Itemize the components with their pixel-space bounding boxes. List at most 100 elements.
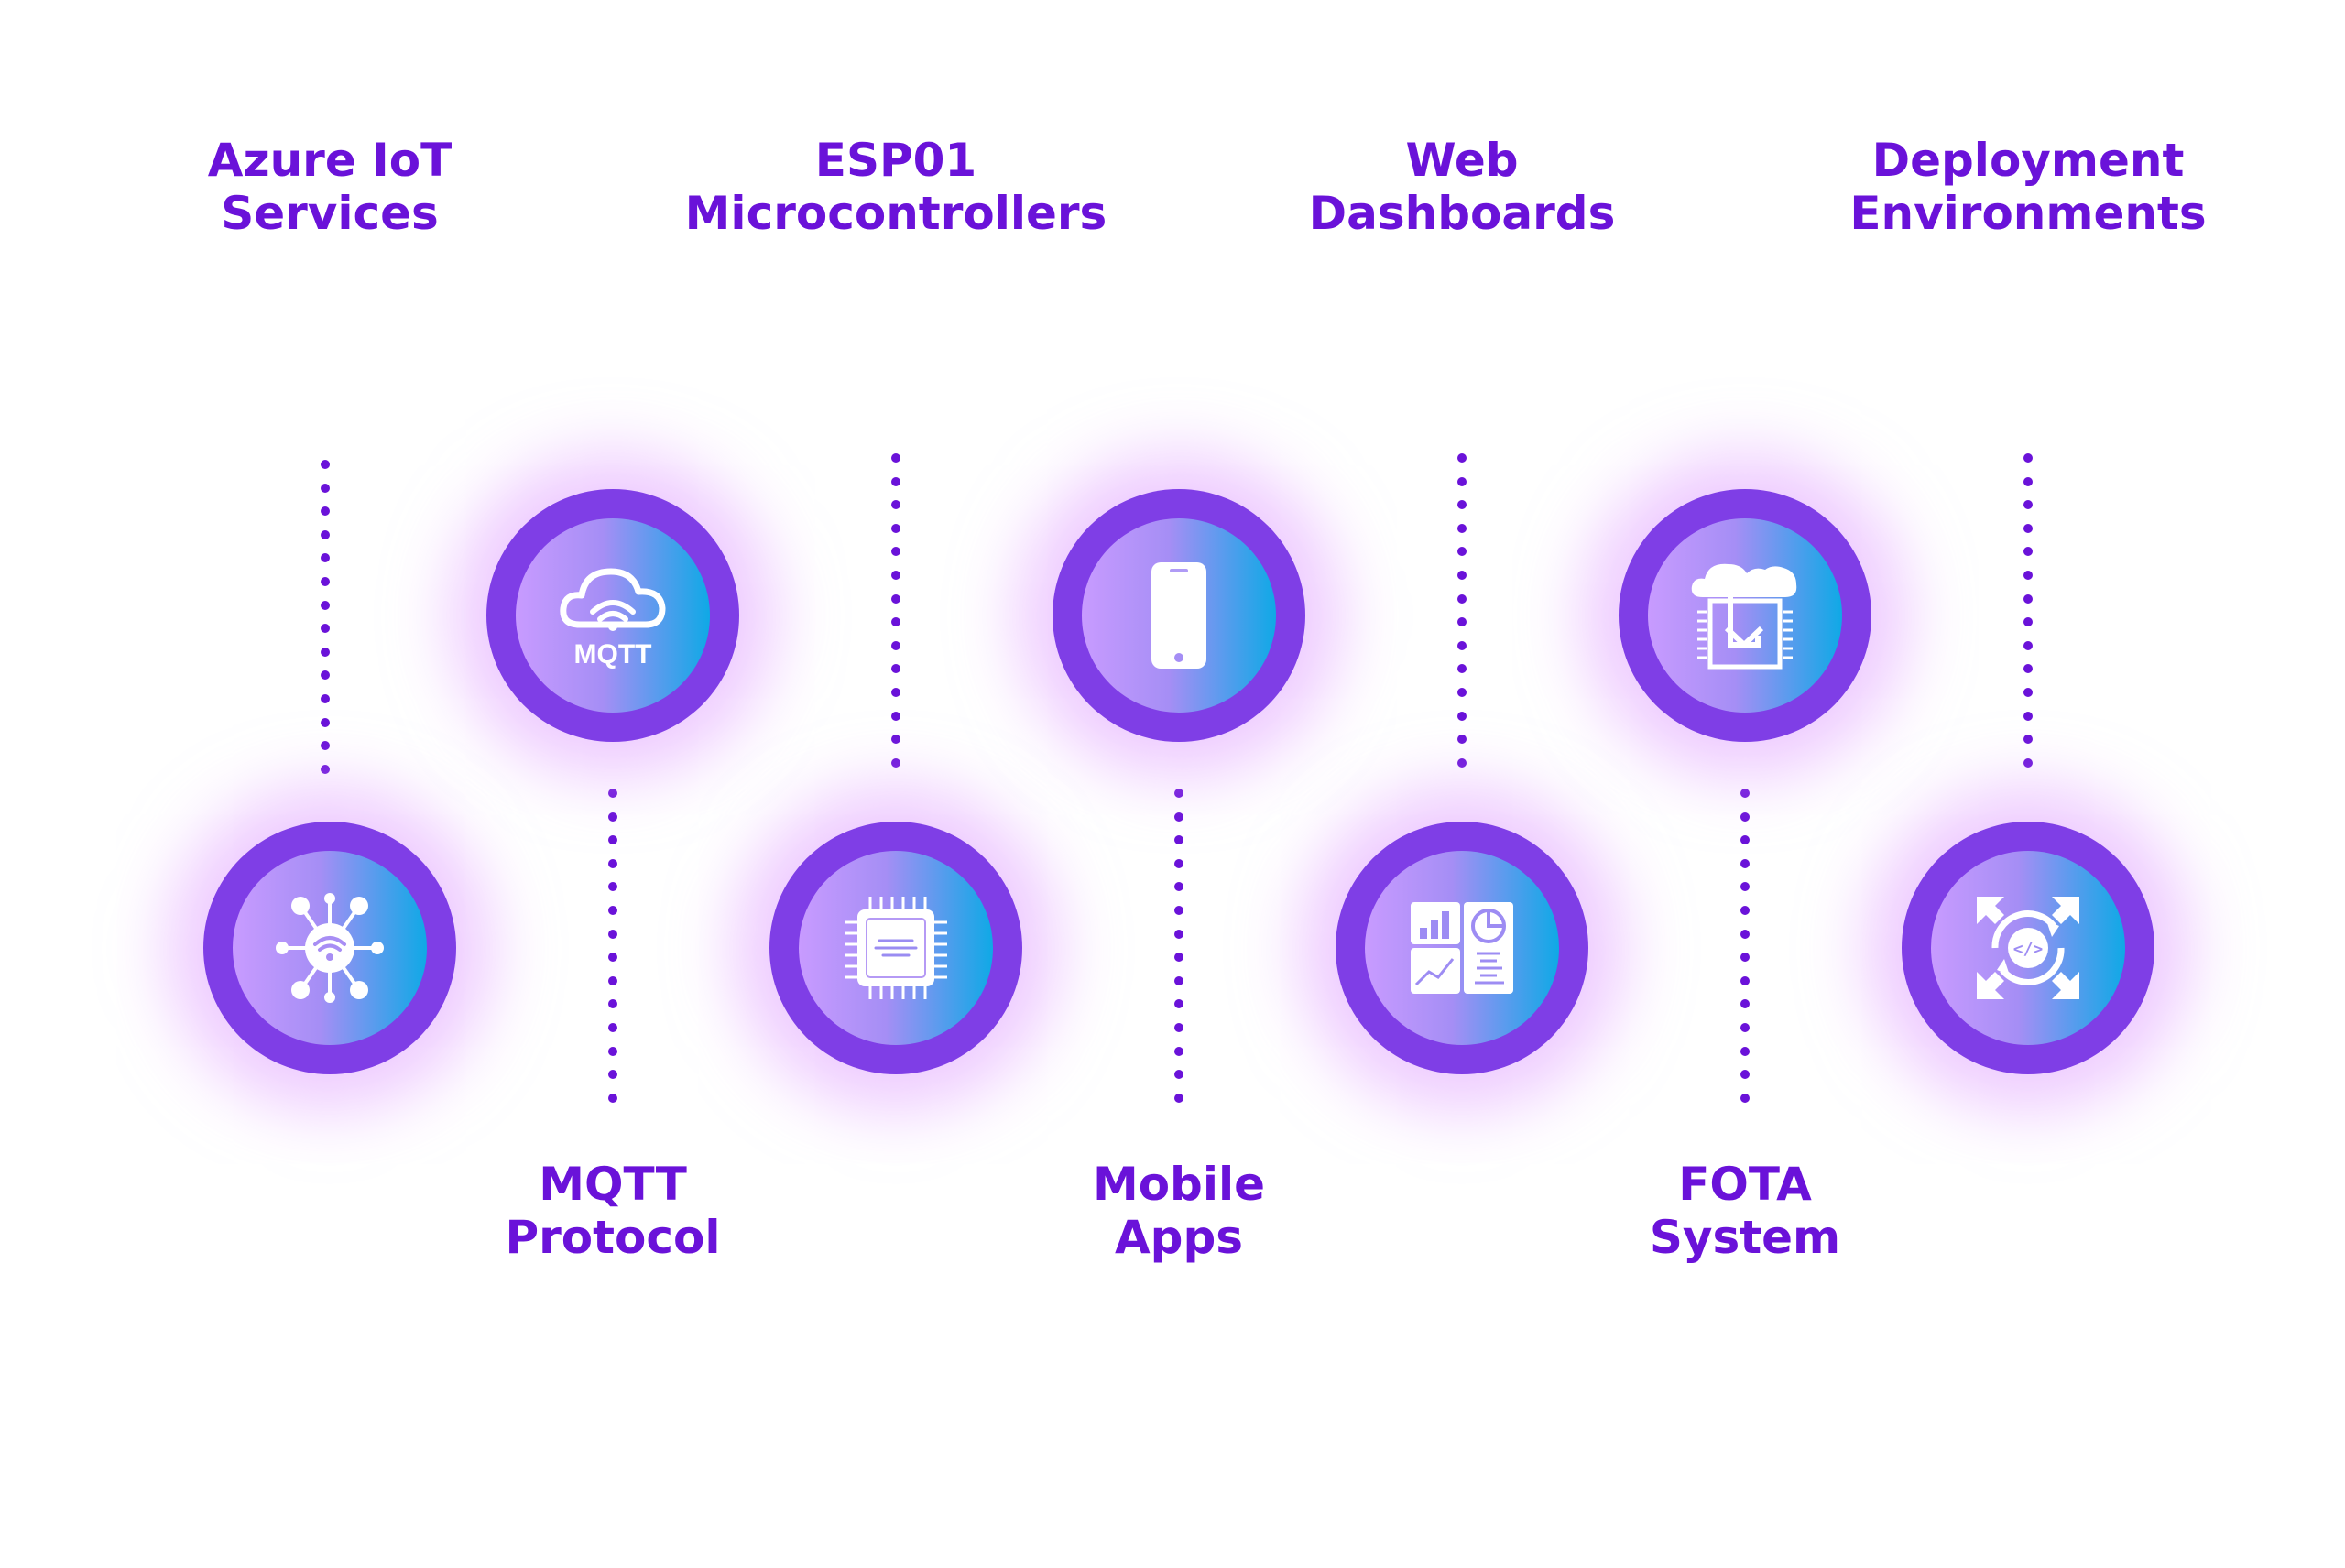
connector-dot xyxy=(1174,1022,1183,1032)
connector-dot xyxy=(1174,905,1183,915)
connector-dot xyxy=(891,453,900,463)
connector-dot xyxy=(321,647,330,657)
connector-dot xyxy=(2023,640,2033,650)
connector-dot xyxy=(321,600,330,610)
connector-dot xyxy=(1457,617,1467,627)
connector-dot xyxy=(1457,500,1467,510)
connector-dot xyxy=(1174,811,1183,822)
connector-dot xyxy=(1174,1070,1183,1080)
connector-dot xyxy=(891,711,900,721)
connector-dot xyxy=(1740,953,1750,963)
connector-dot xyxy=(891,617,900,627)
connector-dot xyxy=(321,624,330,634)
connector-dot xyxy=(608,811,617,822)
label-web-dashboards: Web Dashboards xyxy=(1308,134,1616,240)
connector-dot xyxy=(1740,929,1750,939)
connector-dot xyxy=(2023,735,2033,745)
connector-dot xyxy=(891,570,900,580)
label-mqtt-protocol: MQTT Protocol xyxy=(505,1158,721,1264)
smartphone-icon xyxy=(1151,562,1206,669)
connector-dot xyxy=(1457,711,1467,721)
node-fota-system xyxy=(1619,489,1871,742)
connector-dot xyxy=(891,523,900,533)
connector-dot xyxy=(2023,500,2033,510)
connector-dot xyxy=(1174,858,1183,868)
connector-dot xyxy=(891,593,900,604)
connector-dot xyxy=(1174,1046,1183,1056)
connector-dot xyxy=(891,547,900,557)
connector-dot xyxy=(1457,593,1467,604)
connector-mqtt xyxy=(608,789,617,1116)
connector-dot xyxy=(1174,975,1183,985)
connector-dot xyxy=(891,735,900,745)
label-fota-system: FOTA System xyxy=(1649,1158,1841,1264)
connector-dot xyxy=(608,1046,617,1056)
connector-dot xyxy=(1740,882,1750,892)
connector-dot xyxy=(608,789,617,798)
connector-dot xyxy=(321,553,330,563)
connector-fota xyxy=(1740,789,1750,1116)
connector-dot xyxy=(608,1070,617,1080)
connector-dot xyxy=(891,640,900,650)
connector-dot xyxy=(1174,1093,1183,1103)
connector-dot xyxy=(321,576,330,586)
connector-dot xyxy=(1457,687,1467,697)
connector-dot xyxy=(2023,593,2033,604)
code-deploy-icon: </> xyxy=(1977,897,2079,999)
connector-dot xyxy=(2023,687,2033,697)
connector-dot xyxy=(1740,1070,1750,1080)
connector-esp01 xyxy=(891,453,900,781)
connector-dot xyxy=(608,905,617,915)
connector-dot xyxy=(2023,570,2033,580)
connector-dot xyxy=(2023,711,2033,721)
connector-dot xyxy=(1740,789,1750,798)
connector-dot xyxy=(1740,835,1750,845)
label-deployment-environments: Deployment Environments xyxy=(1849,134,2207,240)
connector-dot xyxy=(1457,547,1467,557)
connector-dot xyxy=(1174,882,1183,892)
node-esp01-microcontrollers xyxy=(769,822,1022,1074)
node-mobile-apps xyxy=(1053,489,1305,742)
connector-dot xyxy=(891,500,900,510)
connector-dot xyxy=(891,687,900,697)
connector-dot xyxy=(891,757,900,768)
connector-dot xyxy=(1457,640,1467,650)
connector-dot xyxy=(1457,757,1467,768)
connector-dot xyxy=(1740,858,1750,868)
connector-dot xyxy=(1174,835,1183,845)
connector-mobile-apps xyxy=(1174,789,1183,1116)
microchip-icon xyxy=(845,897,947,999)
node-azure-iot-services xyxy=(203,822,456,1074)
label-mobile-apps: Mobile Apps xyxy=(1092,1158,1266,1264)
cloud-download-icon xyxy=(1691,563,1797,670)
connector-dot xyxy=(321,741,330,751)
connector-dot xyxy=(1740,905,1750,915)
connector-dot xyxy=(1457,523,1467,533)
mqtt-cloud-icon: MQTT xyxy=(560,568,666,670)
connector-azure-iot xyxy=(321,460,330,788)
connector-web-dashboards xyxy=(1457,453,1467,781)
connector-dot xyxy=(321,483,330,493)
mqtt-icon-text: MQTT xyxy=(574,639,652,670)
connector-dot xyxy=(1740,975,1750,985)
label-esp01-microcontrollers: ESP01 Microcontrollers xyxy=(684,134,1107,240)
node-web-dashboards xyxy=(1336,822,1588,1074)
connector-deployment xyxy=(2023,453,2033,781)
connector-dot xyxy=(321,506,330,517)
connector-dot xyxy=(2023,547,2033,557)
connector-dot xyxy=(1740,1022,1750,1032)
connector-dot xyxy=(608,1022,617,1032)
connector-dot xyxy=(321,717,330,727)
connector-dot xyxy=(1174,953,1183,963)
node-deployment-environments: </> xyxy=(1902,822,2154,1074)
connector-dot xyxy=(321,529,330,539)
connector-dot xyxy=(1174,999,1183,1009)
connector-dot xyxy=(1740,1093,1750,1103)
connector-dot xyxy=(608,882,617,892)
connector-dot xyxy=(321,764,330,774)
connector-dot xyxy=(2023,664,2033,674)
connector-dot xyxy=(608,858,617,868)
connector-dot xyxy=(608,975,617,985)
connector-dot xyxy=(321,693,330,703)
connector-dot xyxy=(1174,929,1183,939)
